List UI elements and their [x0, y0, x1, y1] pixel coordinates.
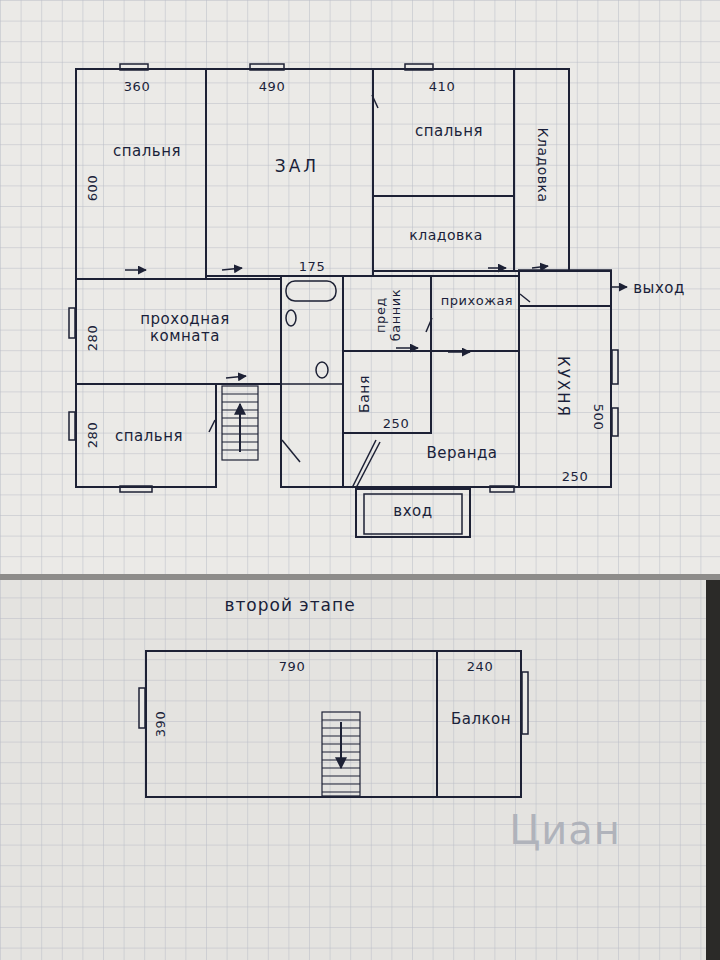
room-name: Балкон	[451, 711, 511, 728]
door-mark	[520, 294, 530, 302]
staircase	[222, 386, 258, 460]
door-arrow	[532, 266, 548, 268]
room-box: Веранда Баня 250	[342, 350, 520, 488]
room-name: Кладовка	[535, 128, 551, 203]
door-mark	[209, 420, 215, 432]
room-box: Кладовка	[513, 68, 570, 272]
dimension-text: 240	[467, 660, 493, 675]
door-arrow	[226, 376, 246, 378]
dimension-text: 280	[86, 325, 101, 351]
room-name: ЗАЛ	[275, 157, 319, 177]
room-name: Веранда	[426, 445, 497, 462]
watermark: Циан	[509, 807, 621, 853]
room-box: 280 проходная комната	[75, 278, 282, 385]
room-box: 360 спальня 600	[75, 68, 207, 280]
room-box: прихожая	[430, 275, 520, 352]
dimension-text: 410	[429, 80, 455, 95]
room-box: 410 спальня	[372, 68, 515, 197]
room-name: спальня	[415, 123, 483, 140]
room-name: кладовка	[409, 227, 483, 243]
door-arrow	[488, 267, 506, 269]
room-name: прихожая	[441, 294, 513, 309]
room-name: пред банник	[374, 282, 404, 348]
room-name: КУХНЯ	[553, 356, 570, 418]
room-box: 790 390	[145, 650, 438, 798]
stair-arrow	[340, 722, 342, 768]
window	[612, 350, 618, 384]
window	[522, 672, 528, 734]
window	[612, 408, 618, 436]
room-name: вход	[393, 503, 432, 520]
room-box: КУХНЯ 500 250	[518, 305, 612, 488]
bathtub	[286, 281, 336, 301]
room-box: 175	[280, 275, 344, 488]
dimension-text: 790	[279, 660, 305, 675]
door-swing	[356, 442, 380, 488]
toilet	[286, 310, 296, 326]
room-box: кладовка	[372, 195, 515, 272]
room-box: 280 спальня	[75, 383, 217, 488]
table-edge	[706, 580, 720, 960]
stair-steps	[322, 720, 360, 792]
dimension-text: 500	[591, 404, 606, 430]
paper-grid	[0, 580, 706, 960]
door-arrow	[396, 347, 418, 349]
dimension-text: 490	[259, 80, 285, 95]
door-swing	[352, 440, 376, 488]
room-name: выход	[633, 280, 685, 297]
dimension-text: 250	[383, 417, 409, 432]
room-name: Баня	[356, 375, 372, 413]
exit-arrow	[612, 286, 627, 288]
sheet-gap	[0, 574, 720, 580]
paper-sheet	[0, 0, 720, 574]
door-mark	[282, 440, 300, 462]
wall-line	[282, 383, 342, 385]
door-arrow	[125, 269, 146, 271]
paper-sheet	[0, 580, 706, 960]
room-box: 490ЗАЛ	[205, 68, 374, 277]
room-name: спальня	[113, 143, 181, 160]
dimension-text: 360	[124, 80, 150, 95]
dimension-text: 280	[86, 422, 101, 448]
dimension-text: 600	[86, 175, 101, 201]
porch-outline	[364, 494, 462, 534]
room-box: выход	[518, 270, 612, 307]
dimension-text: 250	[562, 470, 588, 485]
floor-heading: второй этапе	[224, 595, 355, 615]
stair-arrow	[239, 404, 241, 452]
staircase	[322, 712, 360, 796]
sink	[316, 362, 328, 378]
room-box: Баня 250	[342, 350, 432, 434]
room-box: пред банник	[342, 275, 432, 352]
door-arrow	[222, 268, 242, 270]
room-box: 240Балкон	[436, 650, 522, 798]
room-name: спальня	[115, 428, 183, 445]
dimension-text: 390	[154, 711, 169, 737]
paper-grid	[0, 0, 720, 574]
room-box: вход	[355, 488, 471, 538]
room-name: проходная комната	[120, 311, 250, 346]
dimension-text: 175	[299, 260, 325, 275]
